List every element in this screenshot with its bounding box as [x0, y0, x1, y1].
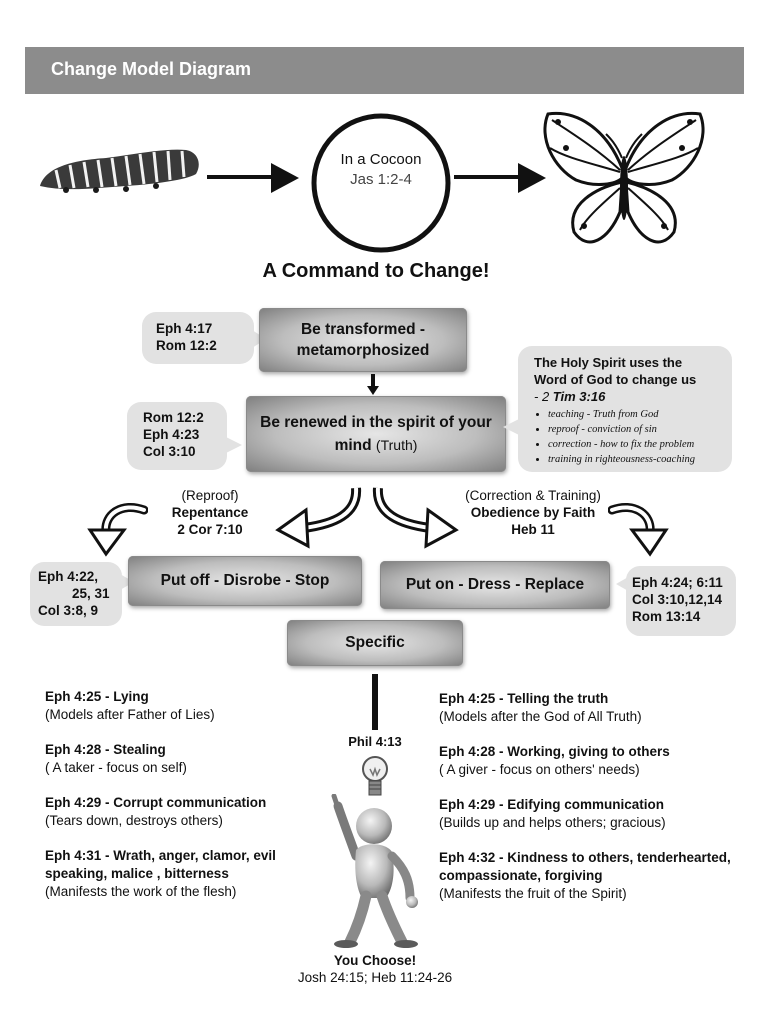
renew-ref-2: Eph 4:23: [143, 427, 200, 442]
transform-ref-1: Eph 4:17: [156, 321, 213, 336]
put-on-ref-2: Col 3:10,12,14: [632, 592, 723, 607]
arrow-right-icon: [454, 163, 546, 193]
list-item-desc: (Models after the God of All Truth): [439, 709, 642, 724]
connector-line: [372, 674, 378, 730]
put-on-box: Put on - Dress - Replace: [380, 561, 610, 609]
list-item: Eph 4:28 - Stealing ( A taker - focus on…: [45, 741, 315, 777]
right-branch-ref: Heb 11: [511, 522, 555, 537]
put-off-list: Eph 4:25 - Lying (Models after Father of…: [45, 688, 315, 918]
list-item: Eph 4:31 - Wrath, anger, clamor, evil sp…: [45, 847, 315, 901]
right-branch-title: Obedience by Faith: [470, 505, 596, 520]
put-on-ref-3: Rom 13:14: [632, 609, 701, 624]
list-item: reproof - conviction of sin: [548, 422, 732, 437]
cocoon-circle: [311, 113, 451, 253]
put-on-list: Eph 4:25 - Telling the truth (Models aft…: [439, 690, 739, 920]
list-item: Eph 4:29 - Corrupt communication (Tears …: [45, 794, 315, 830]
renew-box: Be renewed in the spirit of your mind (T…: [246, 396, 506, 472]
holy-spirit-list: teaching - Truth from God reproof - conv…: [534, 407, 732, 467]
list-item-title: Eph 4:32 - Kindness to others, tenderhea…: [439, 850, 731, 883]
renew-suffix: (Truth): [375, 436, 418, 453]
phil-ref: Phil 4:13: [348, 734, 402, 749]
list-item: Eph 4:32 - Kindness to others, tenderhea…: [439, 849, 739, 903]
list-item-title: Eph 4:29 - Corrupt communication: [45, 795, 267, 810]
put-on-refs-bubble: Eph 4:24; 6:11 Col 3:10,12,14 Rom 13:14: [626, 566, 736, 636]
right-branch-label: (Correction & Training) Obedience by Fai…: [452, 487, 614, 538]
list-item-desc: (Manifests the fruit of the Spirit): [439, 886, 627, 901]
choose-title: You Choose!: [333, 953, 417, 968]
cocoon-label: In a Cocoon Jas 1:2-4: [309, 150, 453, 190]
transform-box: Be transformed - metamorphosized: [259, 308, 467, 372]
left-branch-title: Repentance: [171, 505, 249, 520]
page-title: Change Model Diagram: [51, 59, 252, 79]
list-item-title: Eph 4:31 - Wrath, anger, clamor, evil sp…: [45, 848, 276, 881]
list-item-title: Eph 4:25 - Telling the truth: [439, 691, 609, 706]
holy-spirit-ref: - 2 Tim 3:16: [534, 388, 732, 405]
curved-arrow-icon: [608, 503, 669, 557]
right-branch-paren: (Correction & Training): [465, 488, 601, 503]
command-title: A Command to Change!: [262, 260, 490, 282]
list-item-title: Eph 4:28 - Stealing: [45, 742, 166, 757]
put-off-refs-bubble: Eph 4:22, 25, 31 Col 3:8, 9: [30, 562, 122, 626]
thinking-figure-icon: [331, 794, 418, 948]
specific-box: Specific: [287, 620, 463, 666]
put-off-text: Put off - Disrobe - Stop: [160, 572, 330, 589]
list-item-desc: (Builds up and helps others; gracious): [439, 815, 666, 830]
bubble-tail: [224, 436, 242, 454]
header-bar: Change Model Diagram: [25, 47, 744, 94]
renew-ref-3: Col 3:10: [143, 444, 196, 459]
fork-arrows-icon: [275, 487, 459, 549]
list-item-desc: (Manifests the work of the flesh): [45, 884, 237, 899]
choose-refs: Josh 24:15; Heb 11:24-26: [297, 970, 453, 985]
holy-spirit-bubble: The Holy Spirit uses the Word of God to …: [518, 346, 732, 472]
specific-text: Specific: [345, 634, 405, 651]
put-off-ref-1: Eph 4:22,: [38, 569, 99, 584]
list-item-desc: ( A giver - focus on others' needs): [439, 762, 640, 777]
put-on-text: Put on - Dress - Replace: [405, 576, 585, 593]
list-item: training in righteousness-coaching: [548, 452, 732, 467]
list-item: Eph 4:29 - Edifying communication (Build…: [439, 796, 739, 832]
holy-spirit-ref-bold: Tim 3:16: [552, 389, 606, 404]
cocoon-title: In a Cocoon: [340, 151, 422, 168]
choose-block: You Choose! Josh 24:15; Heb 11:24-26: [250, 952, 500, 986]
put-off-ref-3: Col 3:8, 9: [38, 603, 99, 618]
renew-refs-bubble: Rom 12:2 Eph 4:23 Col 3:10: [127, 402, 227, 470]
put-off-ref-2: 25, 31: [72, 586, 110, 601]
transform-refs-bubble: Eph 4:17 Rom 12:2: [142, 312, 254, 364]
butterfly-icon: [543, 111, 705, 244]
lightbulb-icon: [362, 756, 388, 796]
holy-spirit-line-2: Word of God to change us: [534, 372, 697, 387]
renew-ref-1: Rom 12:2: [143, 410, 204, 425]
list-item: Eph 4:28 - Working, giving to others ( A…: [439, 743, 739, 779]
holy-spirit-ref-prefix: - 2: [534, 389, 553, 404]
list-item-desc: ( A taker - focus on self): [45, 760, 187, 775]
arrow-right-icon: [207, 163, 299, 193]
list-item: teaching - Truth from God: [548, 407, 732, 422]
renew-text: Be renewed in the spirit of your mind: [260, 413, 492, 454]
caterpillar-icon: [40, 149, 199, 193]
left-branch-ref: 2 Cor 7:10: [177, 522, 243, 537]
list-item-title: Eph 4:29 - Edifying communication: [439, 797, 665, 812]
left-branch-label: (Reproof) Repentance 2 Cor 7:10: [150, 487, 270, 538]
holy-spirit-line-1: The Holy Spirit uses the: [534, 355, 683, 370]
list-item: Eph 4:25 - Telling the truth (Models aft…: [439, 690, 739, 726]
list-item-title: Eph 4:28 - Working, giving to others: [439, 744, 670, 759]
list-item-title: Eph 4:25 - Lying: [45, 689, 149, 704]
list-item: correction - how to fix the problem: [548, 437, 732, 452]
left-branch-paren: (Reproof): [181, 488, 239, 503]
transform-ref-2: Rom 12:2: [156, 338, 217, 353]
list-item-desc: (Tears down, destroys others): [45, 813, 223, 828]
connector-arrow: [367, 374, 379, 395]
transform-text: Be transformed - metamorphosized: [296, 321, 430, 359]
cocoon-ref: Jas 1:2-4: [350, 171, 412, 188]
put-on-ref-1: Eph 4:24; 6:11: [632, 575, 723, 590]
curved-arrow-icon: [87, 503, 148, 557]
list-item: Eph 4:25 - Lying (Models after Father of…: [45, 688, 315, 724]
list-item-desc: (Models after Father of Lies): [45, 707, 215, 722]
put-off-box: Put off - Disrobe - Stop: [128, 556, 362, 606]
bubble-tail: [503, 418, 521, 436]
